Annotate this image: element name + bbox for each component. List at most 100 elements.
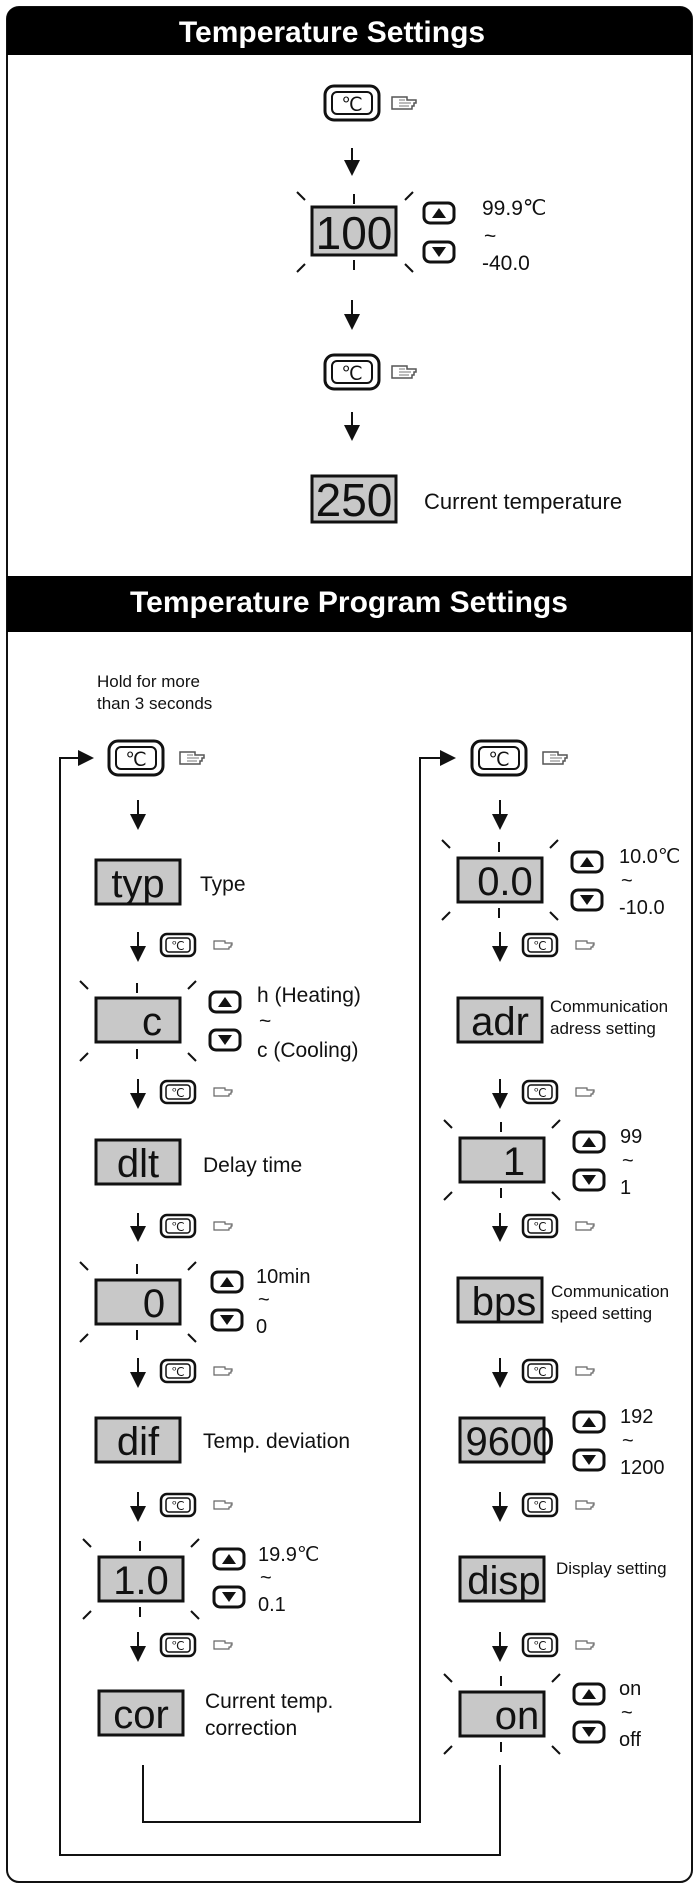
hand-press-icon (213, 1221, 233, 1231)
down-arrow-button-icon[interactable] (572, 1720, 606, 1744)
hand-press-icon (213, 940, 233, 950)
celsius-key-icon[interactable] (159, 932, 197, 958)
down-arrow-button-icon[interactable] (210, 1308, 244, 1332)
hand-press-icon (575, 1221, 595, 1231)
dif-range-min: 0.1 (258, 1594, 286, 1616)
adr-value-display (458, 1136, 546, 1184)
on-display (458, 1690, 546, 1738)
down-arrow-button-icon[interactable] (572, 1448, 606, 1472)
bps-value: bps (472, 1280, 537, 1324)
up-arrow-button-icon[interactable] (208, 990, 242, 1014)
current-temp-value: 250 (316, 474, 393, 526)
delay-range-max: 10min (256, 1266, 310, 1288)
down-arrow-button-icon[interactable] (570, 888, 604, 912)
bps-label-line2: speed setting (551, 1304, 652, 1323)
celsius-key-icon[interactable] (521, 1492, 559, 1518)
c-display (94, 996, 182, 1044)
typ-value: typ (111, 862, 164, 906)
hand-press-icon (213, 1640, 233, 1650)
celsius-key-icon[interactable] (521, 1632, 559, 1658)
up-arrow-button-icon[interactable] (570, 850, 604, 874)
bps-range-min: 1200 (620, 1457, 665, 1479)
hand-press-icon (542, 751, 568, 765)
adr-label-line1: Communication (550, 997, 668, 1016)
section1-header-bg (7, 7, 692, 55)
celsius-key-icon[interactable] (470, 739, 528, 777)
dif-label: Temp. deviation (203, 1430, 350, 1453)
range-min: -40.0 (482, 252, 530, 275)
hand-press-icon (391, 365, 417, 379)
dif-display (94, 1416, 182, 1464)
cor-value-display (456, 856, 544, 904)
celsius-key-icon[interactable] (159, 1492, 197, 1518)
celsius-key-icon[interactable] (159, 1632, 197, 1658)
celsius-key-icon[interactable] (521, 932, 559, 958)
up-arrow-button-icon[interactable] (572, 1682, 606, 1706)
bps-value-display (458, 1416, 546, 1464)
celsius-key-icon[interactable] (159, 1079, 197, 1105)
celsius-key-icon[interactable] (323, 353, 381, 391)
celsius-key-icon[interactable] (521, 1213, 559, 1239)
adr-range-min: 1 (620, 1177, 631, 1199)
celsius-key-icon[interactable] (159, 1213, 197, 1239)
down-arrow-button-icon[interactable] (212, 1585, 246, 1609)
cor-label-line1: Current temp. (205, 1690, 333, 1713)
adr-value-text: 1 (503, 1140, 525, 1184)
cor-display (97, 1689, 185, 1737)
bps-range-tilde: ~ (622, 1430, 634, 1452)
on-range-tilde: ~ (621, 1702, 633, 1724)
down-arrow-button-icon[interactable] (208, 1028, 242, 1052)
cor-value-text: 0.0 (477, 860, 533, 904)
range-max: 99.9℃ (482, 197, 546, 220)
loop-line-outer (59, 750, 501, 1856)
dif-range-tilde: ~ (260, 1567, 272, 1589)
section1-title: Temperature Settings (179, 16, 485, 49)
hold-note-line2: than 3 seconds (97, 694, 212, 713)
adr-value: adr (471, 1000, 529, 1044)
celsius-key-icon[interactable] (521, 1358, 559, 1384)
up-arrow-button-icon[interactable] (210, 1270, 244, 1294)
bps-label-line1: Communication (551, 1282, 669, 1301)
typ-display (94, 858, 182, 906)
c-range-tilde: ~ (259, 1010, 271, 1033)
dif-value: dif (117, 1420, 160, 1464)
dif-value-display (97, 1555, 185, 1603)
delay-range-tilde: ~ (258, 1289, 270, 1311)
hold-note-line1: Hold for more (97, 672, 200, 691)
section2-title: Temperature Program Settings (130, 586, 568, 619)
up-arrow-button-icon[interactable] (212, 1547, 246, 1571)
current-temp-display (310, 474, 398, 524)
setpoint-value: 100 (316, 207, 393, 259)
down-arrow-button-icon[interactable] (572, 1168, 606, 1192)
celsius-key-icon[interactable] (107, 739, 165, 777)
celsius-key-icon[interactable] (521, 1079, 559, 1105)
current-temp-label: Current temperature (424, 489, 622, 514)
disp-value: disp (467, 1559, 540, 1603)
hand-press-icon (391, 96, 417, 110)
on-range-min: off (619, 1729, 641, 1751)
celsius-key-icon[interactable] (323, 84, 381, 122)
disp-label: Display setting (556, 1559, 667, 1578)
section2-header-bg (7, 576, 692, 632)
up-arrow-button-icon[interactable] (572, 1410, 606, 1434)
adr-display (456, 996, 544, 1044)
delay-value-display (94, 1278, 182, 1326)
delay-range-min: 0 (256, 1316, 267, 1338)
down-arrow-button-icon[interactable] (422, 240, 456, 264)
dif-range-max: 19.9℃ (258, 1544, 319, 1566)
dlt-display (94, 1138, 182, 1186)
hand-press-icon (575, 1640, 595, 1650)
loop-line-inner (142, 750, 456, 1823)
delay-value: 0 (143, 1282, 165, 1326)
dlt-value: dlt (117, 1142, 159, 1186)
bps-display (456, 1276, 544, 1324)
celsius-key-icon[interactable] (159, 1358, 197, 1384)
bps-value-text: 9600 (466, 1420, 555, 1464)
up-arrow-button-icon[interactable] (422, 201, 456, 225)
up-arrow-button-icon[interactable] (572, 1130, 606, 1154)
setpoint-display (310, 205, 398, 257)
disp-display (458, 1555, 546, 1603)
dlt-label: Delay time (203, 1154, 302, 1177)
cor-label-line2: correction (205, 1717, 297, 1740)
